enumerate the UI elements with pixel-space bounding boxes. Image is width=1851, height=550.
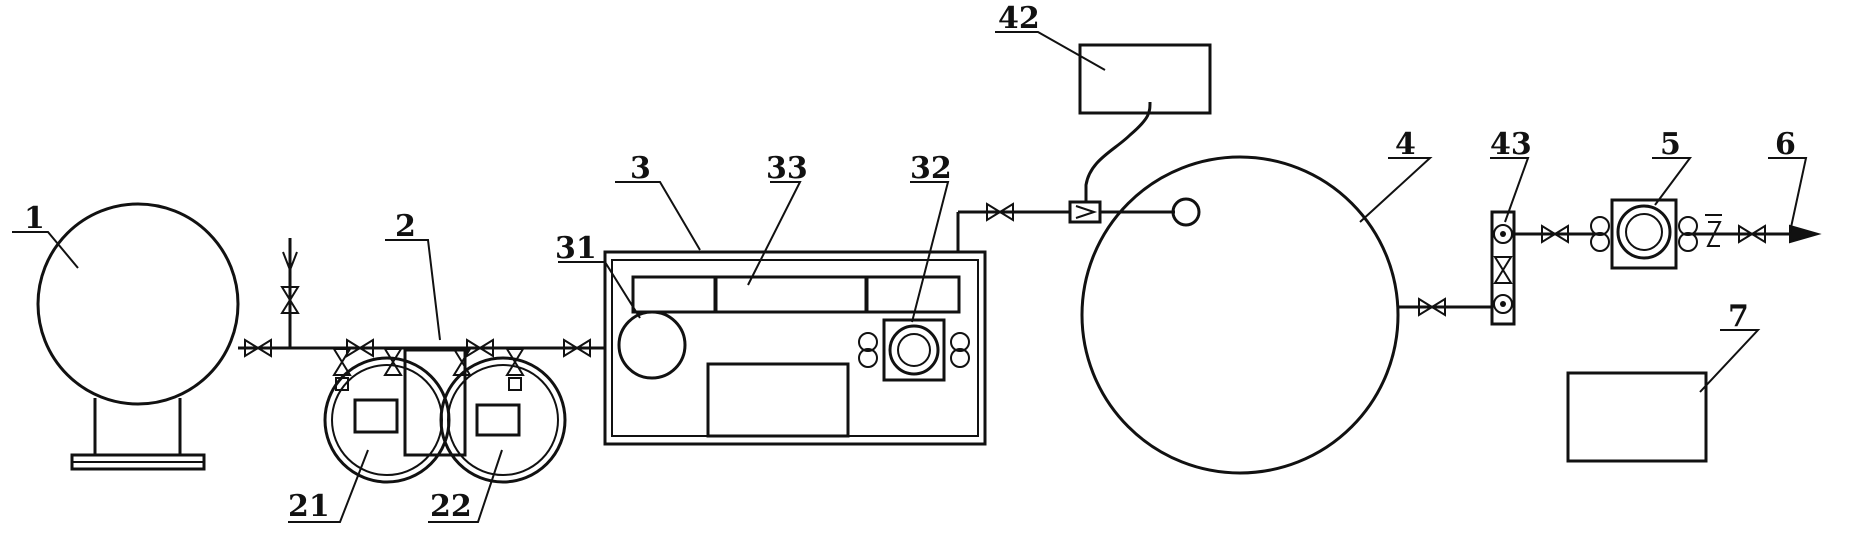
storage-tank-4 [1080,155,1400,475]
label-43: 43 [1490,127,1532,162]
valve-icon [453,348,471,376]
pump-5 [1590,198,1698,270]
label-33: 33 [766,151,808,186]
label-6: 6 [1775,127,1796,162]
label-21: 21 [288,489,330,524]
outlet-arrow-icon [1789,224,1822,244]
valve-icon [384,348,402,376]
pipe-line-4-43 [1398,298,1492,316]
label-1: 1 [24,201,45,236]
skid-unit-3 [603,212,987,446]
label-42: 42 [998,1,1040,36]
pipe-line-43-6 [1514,214,1822,247]
label-32: 32 [910,151,952,186]
pipe-line-3-4 [958,101,1201,227]
label-31: 31 [555,231,597,266]
label-4: 4 [1395,127,1416,162]
instrument-box-42 [1078,43,1212,115]
label-3: 3 [630,151,651,186]
arrow-down-icon [282,251,298,273]
filter-31 [617,310,687,380]
control-box [706,362,850,438]
control-cabinet-7 [1566,371,1708,463]
block-33 [714,275,868,314]
valve-icon [333,348,351,376]
pump-32 [858,318,970,382]
check-valve-icon [1706,221,1722,247]
pipe-line-1-2 [238,238,605,357]
flange-icon [1493,224,1513,244]
flange-icon [1493,294,1513,314]
twin-dryer-2 [323,348,567,484]
label-22: 22 [430,489,472,524]
manifold-43 [1490,210,1516,326]
reference-labels: 1 2 21 22 3 31 32 33 4 42 43 5 6 7 [24,1,1796,524]
block-33a [631,275,717,314]
check-valve-icon [1075,205,1098,219]
nozzle-icon [1171,197,1201,227]
storage-tank-1 [36,202,240,471]
block-33c [865,275,961,314]
label-5: 5 [1660,127,1681,162]
valve-icon [1494,256,1512,284]
label-2: 2 [395,209,416,244]
label-7: 7 [1728,299,1749,334]
leader-lines [12,31,1808,523]
